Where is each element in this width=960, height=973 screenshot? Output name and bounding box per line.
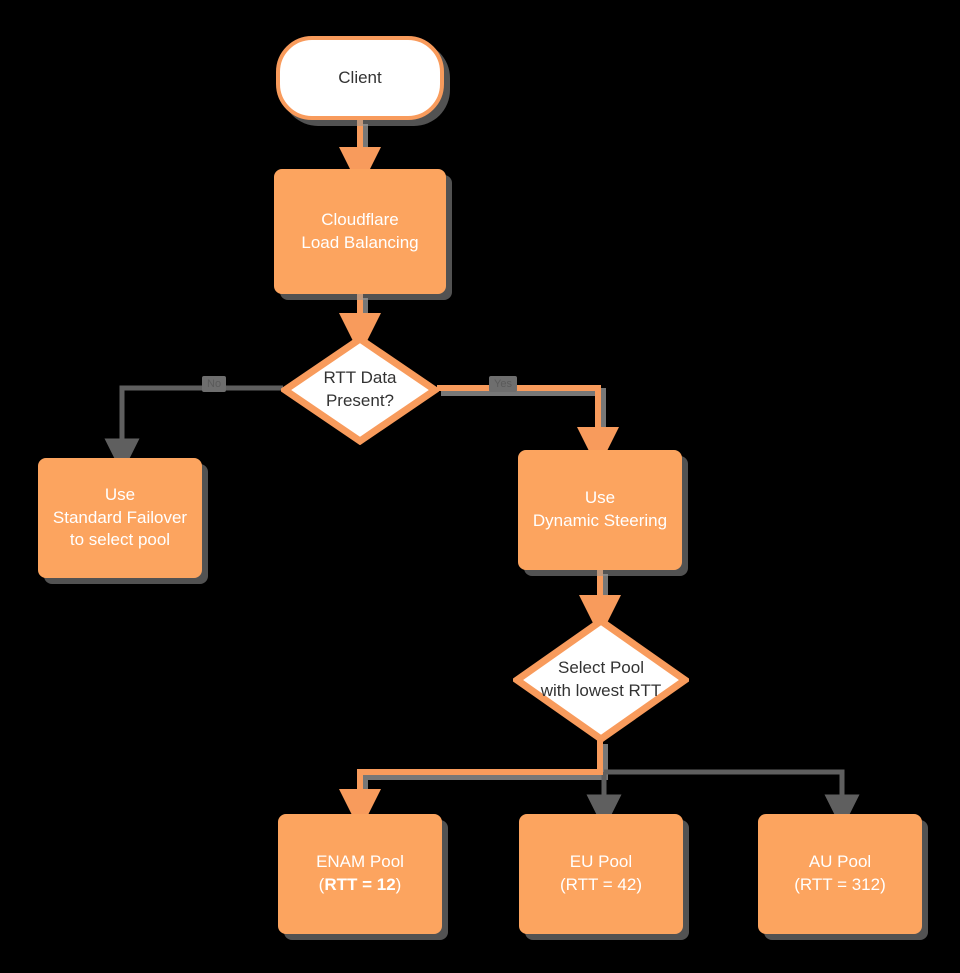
node-au-pool-line1: AU Pool: [808, 852, 872, 872]
node-standard-failover-line3: to select pool: [69, 530, 171, 550]
node-enam-pool-paren-open: (: [318, 875, 325, 894]
node-load-balancing-label: Cloudflare Load Balancing: [301, 209, 418, 255]
node-select-pool-lowest-rtt[interactable]: Select Pool with lowest RTT: [513, 617, 689, 743]
node-dynamic-steering-line1: Use: [584, 488, 616, 508]
node-standard-failover-label: Use Standard Failover to select pool: [53, 484, 187, 553]
node-enam-pool-paren-close: ): [395, 875, 402, 894]
node-select-pool-line2: with lowest RTT: [540, 681, 662, 700]
node-enam-pool[interactable]: ENAM Pool (RTT = 12): [278, 814, 442, 934]
node-rtt-label: RTT Data Present?: [323, 367, 396, 413]
node-enam-pool-label: ENAM Pool (RTT = 12): [316, 851, 404, 897]
node-select-pool-line1: Select Pool: [557, 658, 644, 678]
node-standard-failover-line1: Use: [104, 484, 136, 504]
node-eu-pool[interactable]: EU Pool (RTT = 42): [519, 814, 683, 934]
node-au-pool-label: AU Pool (RTT = 312): [794, 851, 886, 897]
node-load-balancing-line2: Load Balancing: [301, 232, 419, 252]
diamond-shape-rtt: [281, 335, 439, 445]
edge-label-yes: Yes: [489, 376, 517, 393]
node-select-pool-label: Select Pool with lowest RTT: [541, 657, 662, 703]
node-enam-pool-rtt-value: RTT = 12: [324, 875, 396, 894]
node-load-balancing-line1: Cloudflare: [321, 209, 399, 229]
node-standard-failover-line2: Standard Failover: [52, 507, 188, 527]
node-standard-failover[interactable]: Use Standard Failover to select pool: [38, 458, 202, 578]
node-enam-pool-line2: (RTT = 12): [316, 874, 404, 897]
node-dynamic-steering-label: Use Dynamic Steering: [533, 487, 667, 533]
edge-label-no: No: [202, 376, 227, 393]
node-eu-pool-line1: EU Pool: [569, 852, 633, 872]
edge-inactive-group: [104, 385, 860, 830]
edge-label-no-text: No: [207, 378, 222, 390]
node-rtt-data-present[interactable]: RTT Data Present?: [281, 335, 439, 445]
node-eu-pool-line2: (RTT = 42): [559, 875, 643, 894]
node-enam-pool-line1: ENAM Pool: [316, 852, 404, 872]
node-eu-pool-label: EU Pool (RTT = 42): [560, 851, 642, 897]
diamond-shape-select-pool: [513, 617, 689, 743]
edge-label-yes-text: Yes: [494, 378, 512, 390]
node-client-label: Client: [338, 68, 382, 87]
node-au-pool[interactable]: AU Pool (RTT = 312): [758, 814, 922, 934]
node-dynamic-steering[interactable]: Use Dynamic Steering: [518, 450, 682, 570]
node-au-pool-line2: (RTT = 312): [794, 875, 886, 894]
node-dynamic-steering-line2: Dynamic Steering: [532, 511, 668, 530]
node-client[interactable]: Client: [276, 36, 444, 120]
node-cloudflare-load-balancing[interactable]: Cloudflare Load Balancing: [274, 169, 446, 294]
node-rtt-line2: Present?: [325, 391, 395, 410]
node-rtt-line1: RTT Data: [323, 368, 397, 388]
